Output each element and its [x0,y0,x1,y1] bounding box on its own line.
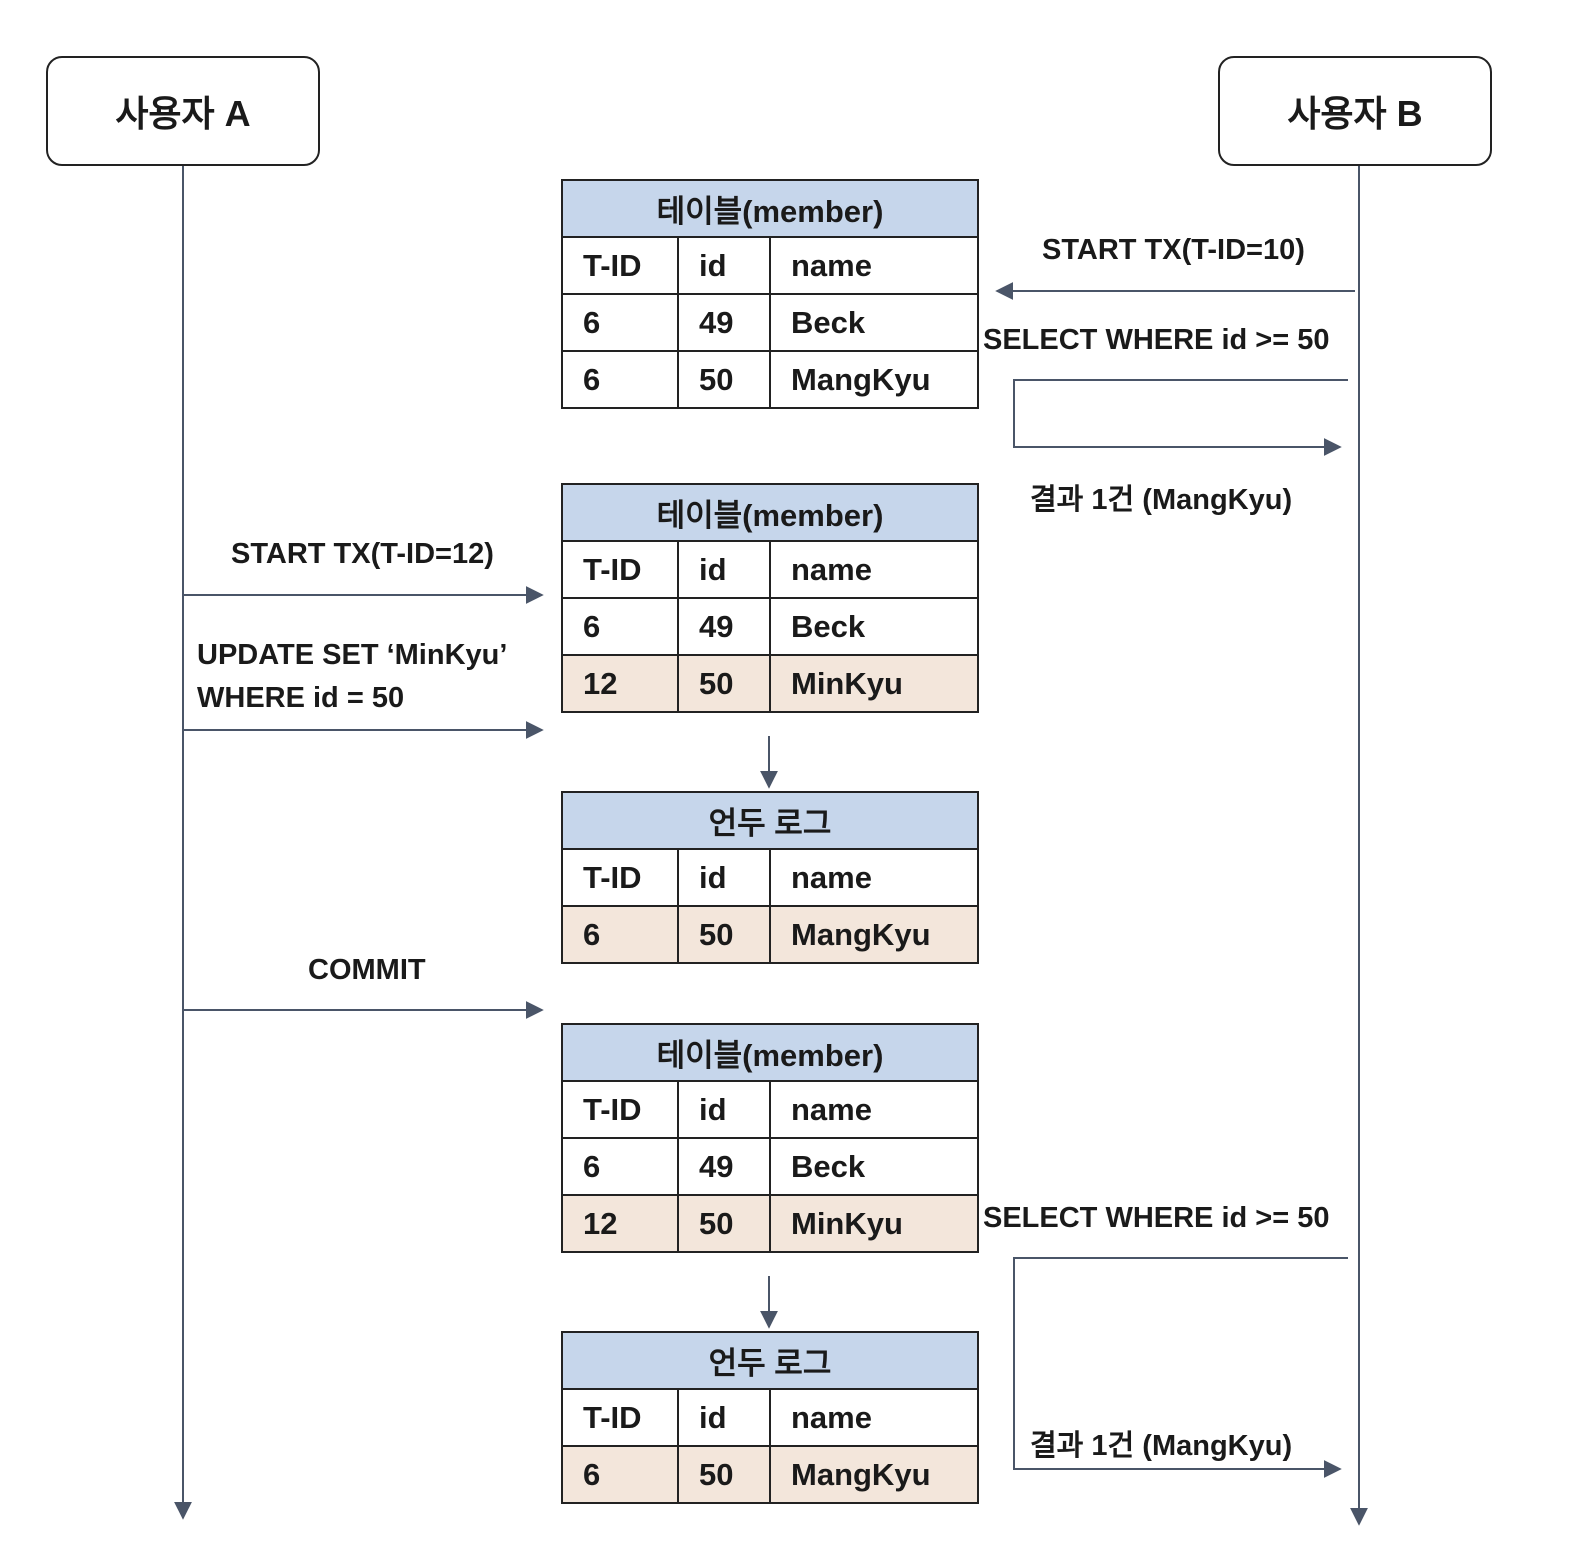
arrow-b-select-1 [1013,379,1348,456]
label-b-result-1: 결과 1건 (MangKyu) [1030,484,1293,516]
label-a-start: START TX(T-ID=12) [231,538,494,570]
table-title: 언두 로그 [560,1331,980,1390]
header-cell: T-ID [561,236,679,295]
label-b-start: START TX(T-ID=10) [1042,234,1305,266]
table-header-row: T-ID id name [561,236,980,295]
table-cell: 6 [561,350,679,409]
actor-b-box: 사용자 B [1218,56,1492,166]
table-header-row: T-ID id name [561,1080,980,1139]
actor-a-label: 사용자 A [115,93,251,134]
undo-log-1: 언두 로그 T-ID id name 6 50 MangKyu [560,791,980,964]
table-cell: MangKyu [768,1445,980,1504]
undo-log-2: 언두 로그 T-ID id name 6 50 MangKyu [560,1331,980,1504]
header-cell: name [768,1388,980,1447]
table-row: 6 49 Beck [561,597,980,656]
header-cell: name [768,1080,980,1139]
table-cell: 12 [561,1194,679,1253]
table-cell: 6 [561,1445,679,1504]
table-cell: 50 [677,905,771,964]
table-row-highlighted: 12 50 MinKyu [561,654,980,713]
header-cell: id [677,236,771,295]
table-title: 테이블(member) [560,1023,980,1082]
table-row-highlighted: 12 50 MinKyu [561,1194,980,1253]
label-b-select-1: SELECT WHERE id >= 50 [983,324,1330,356]
table-cell: MangKyu [768,905,980,964]
table-title: 테이블(member) [560,179,980,238]
header-cell: id [677,848,771,907]
table-row-highlighted: 6 50 MangKyu [561,1445,980,1504]
header-cell: name [768,848,980,907]
member-table-1: 테이블(member) T-ID id name 6 49 Beck 6 50 … [560,179,980,409]
member-table-3: 테이블(member) T-ID id name 6 49 Beck 12 50… [560,1023,980,1253]
label-a-commit: COMMIT [308,954,426,986]
table-cell: Beck [768,597,980,656]
table-cell: 49 [677,1137,771,1196]
header-cell: name [768,236,980,295]
table-cell: 12 [561,654,679,713]
table-row: 6 50 MangKyu [561,350,980,409]
table-cell: 50 [677,350,771,409]
header-cell: id [677,540,771,599]
table-cell: Beck [768,1137,980,1196]
table-row: 6 49 Beck [561,293,980,352]
table-cell: 50 [677,654,771,713]
table-row: 6 49 Beck [561,1137,980,1196]
header-cell: id [677,1388,771,1447]
header-cell: id [677,1080,771,1139]
label-a-update-line2: WHERE id = 50 [197,682,405,714]
header-cell: T-ID [561,1080,679,1139]
actor-b-label: 사용자 B [1287,93,1423,134]
table-cell: 6 [561,1137,679,1196]
table-cell: MinKyu [768,1194,980,1253]
arrow-b-select-2 [1013,1257,1348,1478]
table-cell: MinKyu [768,654,980,713]
table-cell: MangKyu [768,350,980,409]
label-b-result-2: 결과 1건 (MangKyu) [1030,1430,1293,1462]
table-header-row: T-ID id name [561,848,980,907]
table-cell: 50 [677,1194,771,1253]
actor-a-box: 사용자 A [46,56,320,166]
member-table-2: 테이블(member) T-ID id name 6 49 Beck 12 50… [560,483,980,713]
header-cell: name [768,540,980,599]
header-cell: T-ID [561,848,679,907]
table-cell: 49 [677,293,771,352]
label-b-select-2: SELECT WHERE id >= 50 [983,1202,1330,1234]
table-cell: 6 [561,905,679,964]
table-cell: 6 [561,293,679,352]
table-cell: Beck [768,293,980,352]
header-cell: T-ID [561,540,679,599]
table-title: 테이블(member) [560,483,980,542]
label-a-update-line1: UPDATE SET ‘MinKyu’ [197,639,508,671]
header-cell: T-ID [561,1388,679,1447]
table-header-row: T-ID id name [561,540,980,599]
table-cell: 49 [677,597,771,656]
table-header-row: T-ID id name [561,1388,980,1447]
table-cell: 50 [677,1445,771,1504]
table-cell: 6 [561,597,679,656]
table-title: 언두 로그 [560,791,980,850]
table-row-highlighted: 6 50 MangKyu [561,905,980,964]
